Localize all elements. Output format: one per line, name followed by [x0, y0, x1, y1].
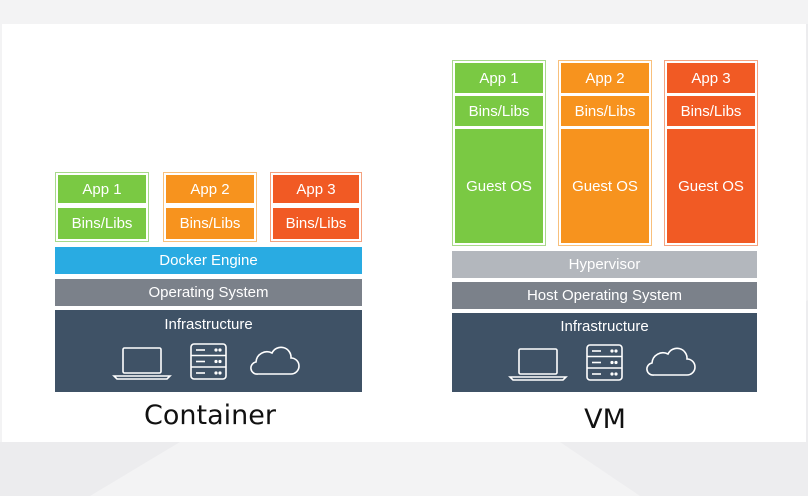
vm-app-2: App 2: [561, 63, 649, 93]
vm-caption: VM: [584, 404, 626, 435]
cloud-icon: [646, 347, 696, 376]
vm-app-stack-3: App 3 Bins/Libs Guest OS: [664, 60, 758, 246]
cloud-icon: [250, 346, 300, 375]
vm-infrastructure-label: Infrastructure: [560, 318, 649, 335]
server-icon: [190, 343, 227, 380]
hypervisor-layer: Hypervisor: [452, 251, 757, 278]
container-app-stack-2: App 2 Bins/Libs: [163, 172, 257, 242]
vm-infrastructure-layer: Infrastructure: [452, 313, 757, 392]
vm-bins-libs-3: Bins/Libs: [667, 96, 755, 126]
laptop-icon: [508, 348, 568, 381]
container-infrastructure-layer: Infrastructure: [55, 310, 362, 392]
laptop-icon: [112, 347, 172, 380]
vm-guest-os-2: Guest OS: [561, 129, 649, 243]
vm-app-stack-1: App 1 Bins/Libs Guest OS: [452, 60, 546, 246]
container-bins-libs-1: Bins/Libs: [58, 208, 146, 239]
vm-infrastructure-icons: [508, 344, 696, 381]
host-os-layer: Host Operating System: [452, 282, 757, 309]
container-app-3: App 3: [273, 175, 359, 203]
vm-bins-libs-2: Bins/Libs: [561, 96, 649, 126]
container-app-stack-3: App 3 Bins/Libs: [270, 172, 362, 242]
container-caption: Container: [144, 400, 276, 431]
container-app-2: App 2: [166, 175, 254, 203]
container-app-1: App 1: [58, 175, 146, 203]
vm-guest-os-1: Guest OS: [455, 129, 543, 243]
vm-bins-libs-1: Bins/Libs: [455, 96, 543, 126]
container-infrastructure-icons: [112, 343, 300, 380]
vm-app-stack-2: App 2 Bins/Libs Guest OS: [558, 60, 652, 246]
vm-app-3: App 3: [667, 63, 755, 93]
container-infrastructure-label: Infrastructure: [164, 316, 253, 333]
vm-app-1: App 1: [455, 63, 543, 93]
container-bins-libs-3: Bins/Libs: [273, 208, 359, 239]
server-icon: [586, 344, 623, 381]
container-bins-libs-2: Bins/Libs: [166, 208, 254, 239]
container-app-stack-1: App 1 Bins/Libs: [55, 172, 149, 242]
docker-engine-layer: Docker Engine: [55, 247, 362, 274]
container-os-layer: Operating System: [55, 279, 362, 306]
vm-guest-os-3: Guest OS: [667, 129, 755, 243]
